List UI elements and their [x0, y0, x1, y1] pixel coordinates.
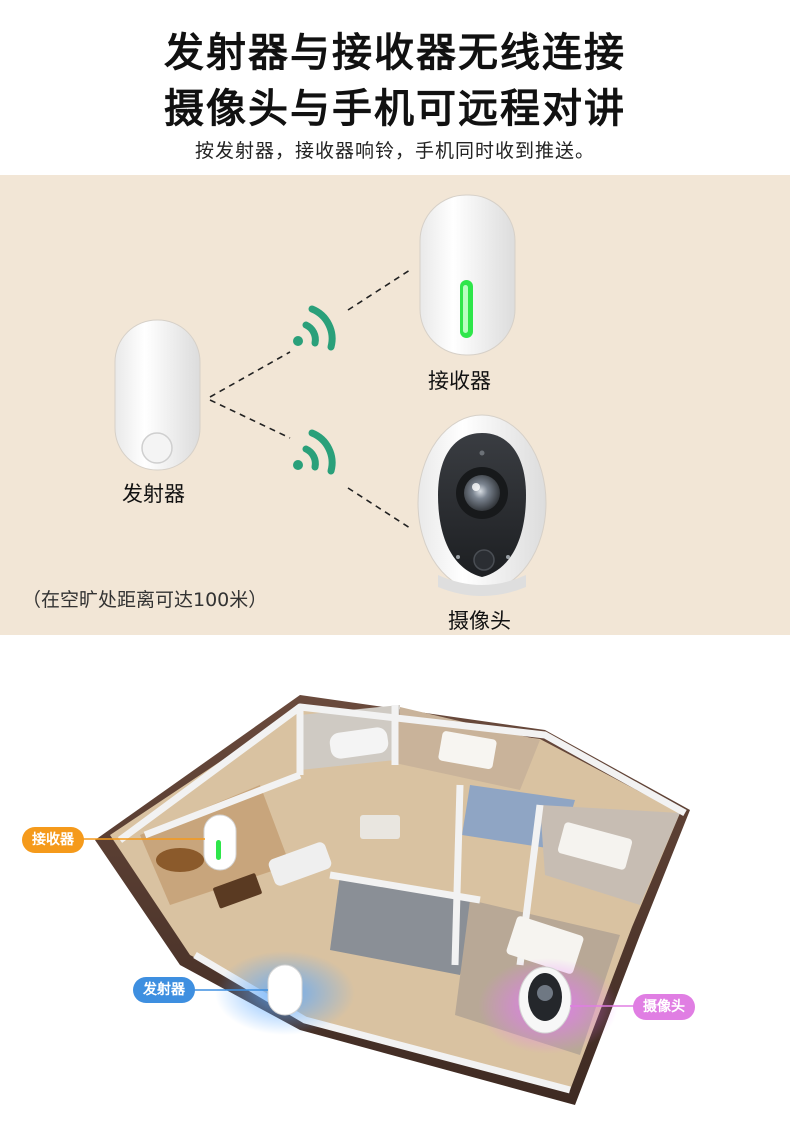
header: 发射器与接收器无线连接 摄像头与手机可远程对讲 按发射器，接收器响铃，手机同时收… — [0, 0, 790, 175]
connection-lines — [209, 269, 411, 529]
wifi-signal-icon — [293, 305, 336, 351]
subtitle: 按发射器，接收器响铃，手机同时收到推送。 — [194, 140, 595, 162]
transmitter-tag: 发射器 — [133, 977, 195, 1003]
receiver-label: 接收器 — [428, 369, 491, 393]
diagram-graphics — [114, 194, 547, 596]
camera-device-icon — [518, 966, 572, 1034]
camera-tag: 摄像头 — [633, 994, 695, 1020]
transmitter-label: 发射器 — [122, 482, 185, 506]
transmitter-device-icon — [114, 319, 201, 471]
headline-line-1: 发射器与接收器无线连接 — [164, 30, 626, 76]
house-installation-scene: 接收器 发射器 摄像头 — [0, 635, 790, 1125]
connection-diagram: 接收器 发射器 摄像头 （在空旷处距离可达100米） — [0, 175, 790, 635]
transmitter-device-icon — [267, 964, 303, 1016]
headline-line-2: 摄像头与手机可远程对讲 — [164, 86, 626, 132]
receiver-tag: 接收器 — [22, 827, 84, 853]
camera-label: 摄像头 — [448, 609, 511, 633]
receiver-device-icon — [203, 814, 237, 871]
house-floorplan-illustration — [80, 695, 690, 1105]
receiver-device-icon — [419, 194, 516, 356]
range-note: （在空旷处距离可达100米） — [22, 589, 268, 611]
wifi-signal-icon — [293, 429, 336, 475]
camera-device-icon — [417, 414, 547, 596]
